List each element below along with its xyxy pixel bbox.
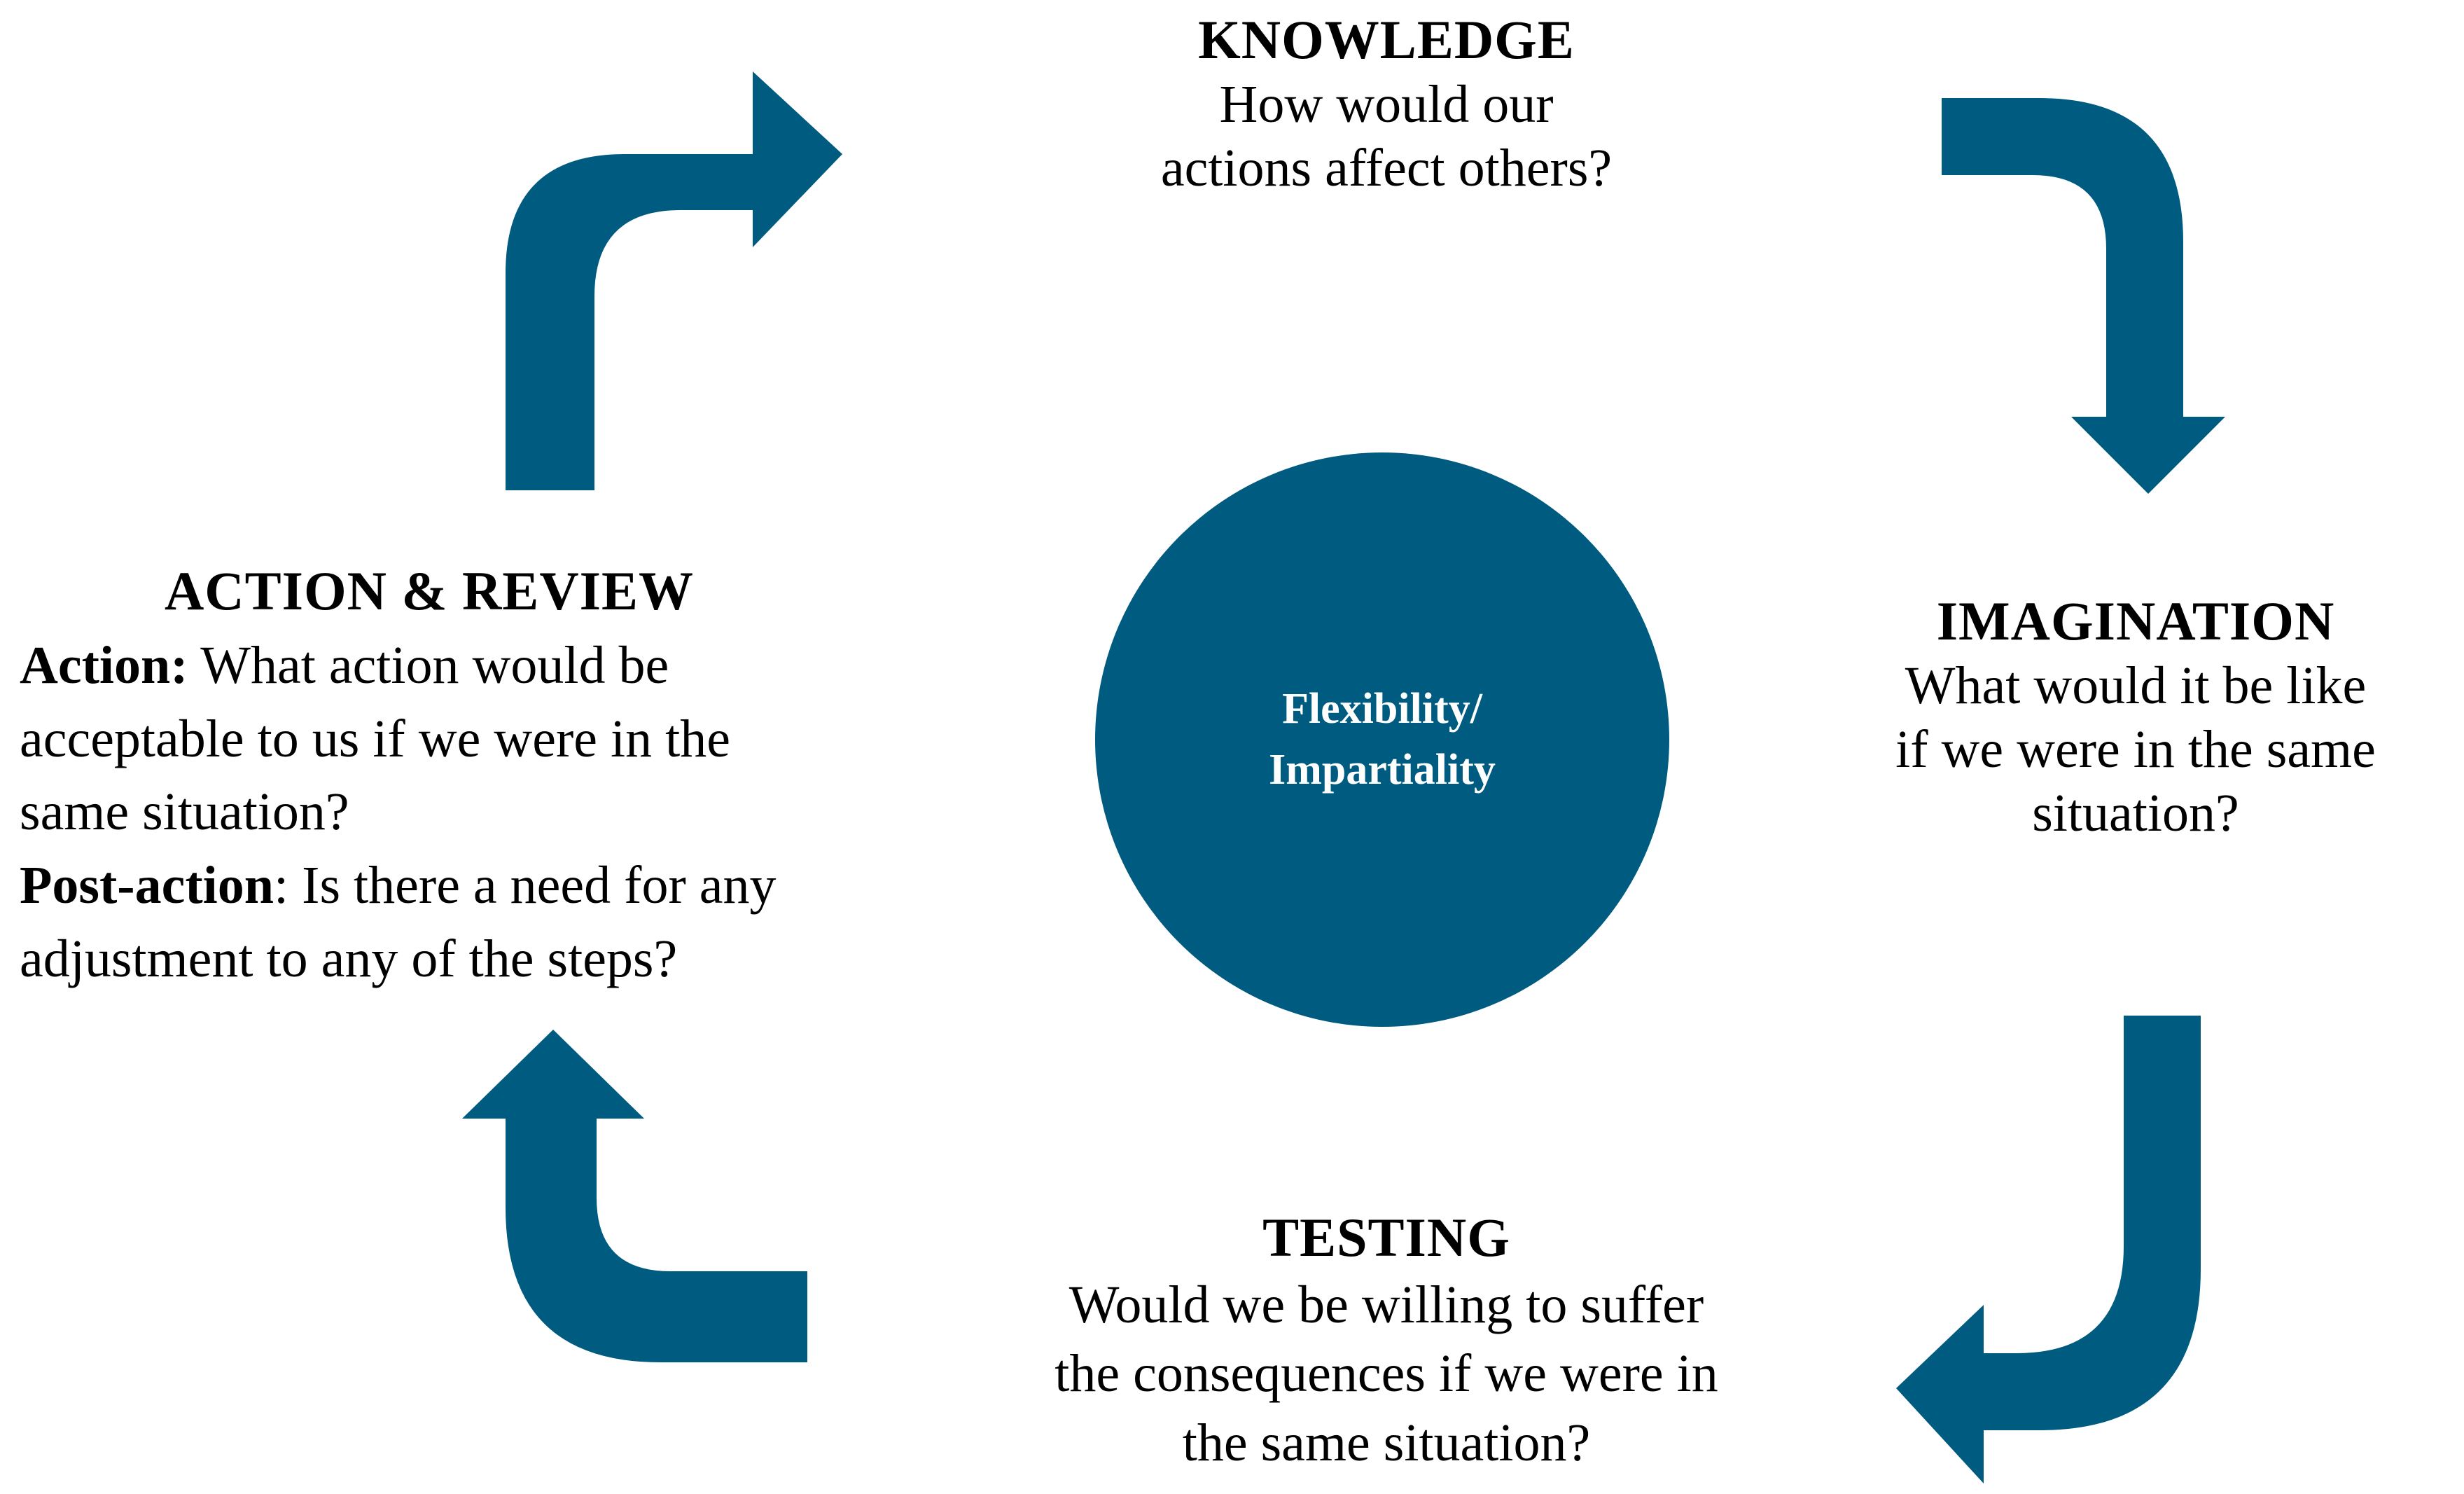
knowledge-question-line: How would our (1219, 74, 1554, 134)
knowledge-question-line: actions affect others? (1160, 138, 1613, 198)
post-action-question-text: : Is there a need for any (274, 856, 777, 915)
arrow-up-right-icon (506, 71, 842, 490)
imagination-block: IMAGINATION What would it be like if we … (1821, 588, 2451, 845)
center-label-line: Flexibility/ (1282, 685, 1482, 733)
testing-title: TESTING (1262, 1207, 1510, 1268)
post-action-label: Post-action (20, 856, 274, 915)
arrow-left-up-icon (462, 1030, 807, 1362)
action-review-title: ACTION & REVIEW (164, 560, 695, 621)
testing-question-line: the same situation? (1182, 1413, 1591, 1473)
testing-block: TESTING Would we be willing to suffer th… (882, 1205, 1891, 1478)
testing-question-line: the consequences if we were in (1054, 1344, 1718, 1404)
imagination-title: IMAGINATION (1936, 590, 2335, 651)
knowledge-block: KNOWLEDGE How would our actions affect o… (966, 7, 1807, 200)
imagination-question-line: What would it be like (1905, 656, 2367, 715)
imagination-question-line: if we were in the same (1895, 719, 2376, 779)
testing-question-line: Would we be willing to suffer (1069, 1275, 1704, 1334)
center-circle: Flexibility/ Impartiality (1095, 452, 1669, 1027)
action-question-text: What action would be (188, 635, 669, 695)
post-action-question-line: adjustment to any of the steps? (20, 929, 678, 989)
post-action-line: Post-action: Is there a need for any (20, 849, 1042, 922)
center-label-line: Impartiality (1269, 746, 1496, 794)
knowledge-title: KNOWLEDGE (1198, 9, 1575, 70)
action-question-line: same situation? (20, 782, 349, 842)
action-line: Action: What action would be (20, 629, 1042, 703)
arrow-down-left-icon (1896, 1016, 2201, 1483)
imagination-question-line: situation? (2032, 783, 2239, 843)
action-question-line: acceptable to us if we were in the (20, 709, 730, 768)
arrow-right-down-icon (1942, 98, 2225, 494)
action-review-block: ACTION & REVIEW Action: What action woul… (20, 553, 1042, 996)
action-label: Action: (20, 635, 188, 695)
